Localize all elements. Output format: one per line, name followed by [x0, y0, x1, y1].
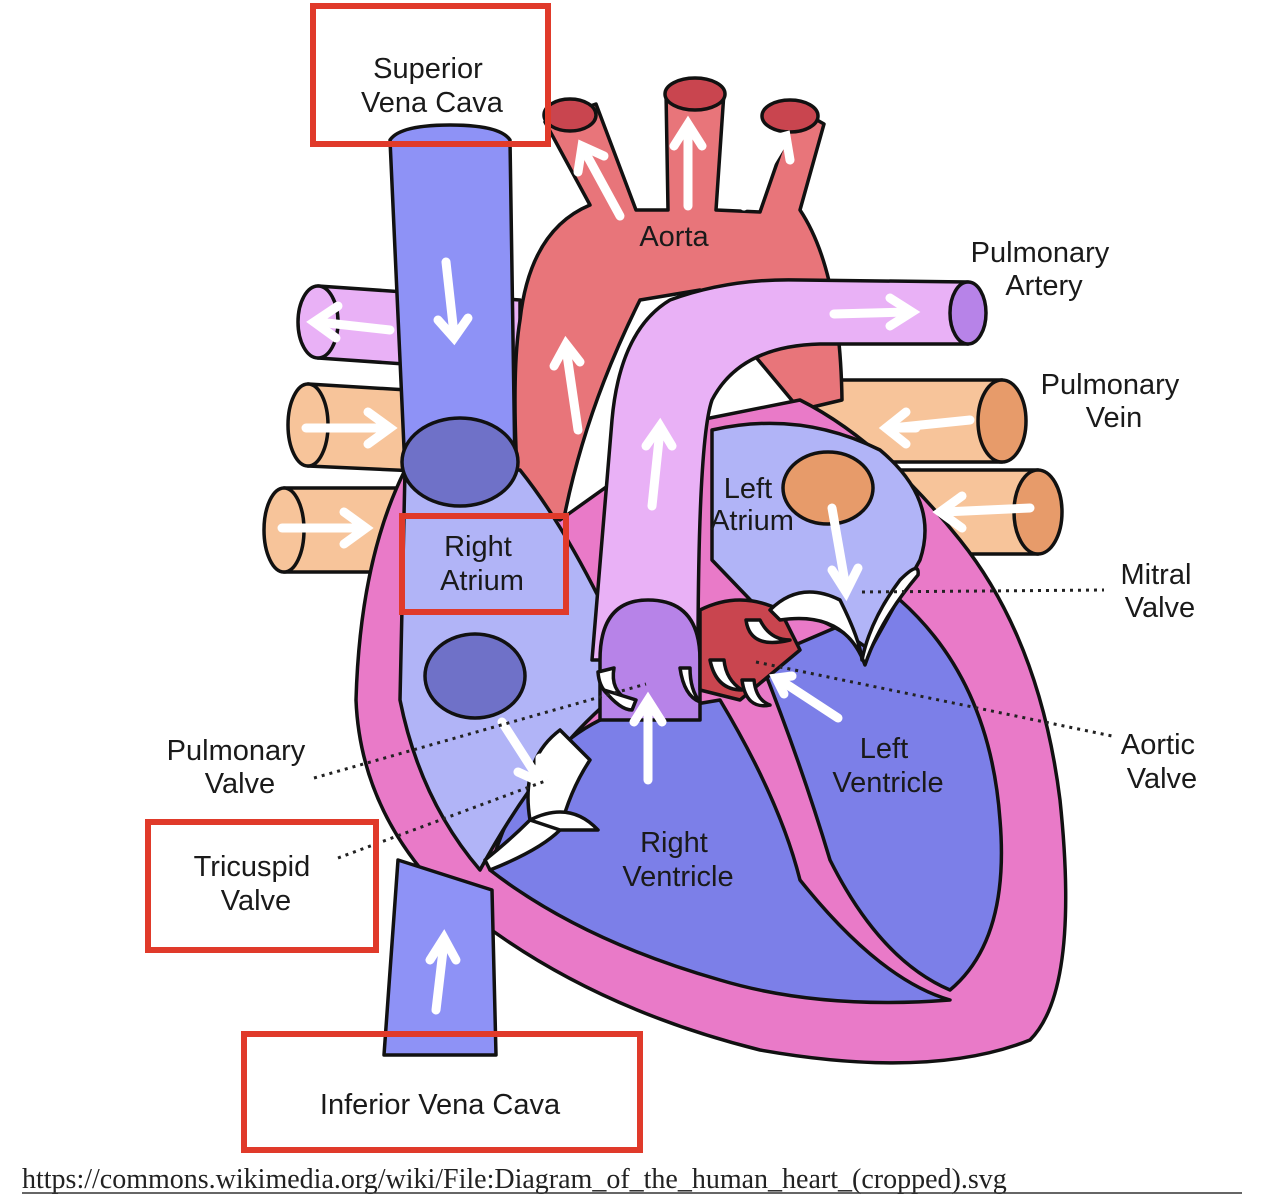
highlight-inferior-vena-cava [241, 1031, 643, 1153]
highlight-boxes [145, 3, 643, 1153]
ivc-opening [423, 632, 527, 720]
label-pulmonary-artery: Pulmonary Artery [971, 237, 1118, 302]
label-left-ventricle: Left Ventricle [832, 733, 943, 799]
label-aortic-valve: Aortic Valve [1121, 729, 1203, 795]
blood-flow-arrows [277, 115, 1035, 1015]
highlight-tricuspid-valve [145, 819, 379, 953]
label-pulmonary-vein: Pulmonary Vein [1041, 369, 1188, 434]
highlight-superior-vena-cava [310, 3, 551, 147]
label-tricuspid-valve: Tricuspid Valve [194, 851, 319, 917]
left-ventricle-chamber [758, 598, 1004, 992]
pulmonary-artery [590, 278, 988, 662]
label-mitral-valve: Mitral Valve [1121, 559, 1200, 624]
aortic-valve-cusps [708, 618, 792, 708]
leader-lines [313, 588, 1113, 860]
svc-opening [400, 416, 520, 508]
highlight-right-atrium [399, 513, 569, 615]
label-right-atrium: Right Atrium [440, 531, 524, 597]
aorta [513, 76, 844, 542]
label-superior-vena-cava: Superior Vena Cava [361, 53, 504, 119]
right-ventricle-chamber [488, 698, 952, 1005]
pulmonary-valve-cusps [596, 666, 702, 712]
label-right-ventricle: Right Ventricle [622, 827, 733, 893]
label-pulmonary-valve: Pulmonary Valve [167, 735, 314, 800]
label-inferior-vena-cava: Inferior Vena Cava [320, 1089, 561, 1121]
pulmonary-vein-opening [781, 450, 875, 526]
mitral-valve [768, 566, 920, 667]
label-left-atrium: Left Atrium [710, 473, 794, 537]
label-aorta: Aorta [639, 221, 709, 253]
source-url: https://commons.wikimedia.org/wiki/File:… [22, 1164, 1007, 1195]
